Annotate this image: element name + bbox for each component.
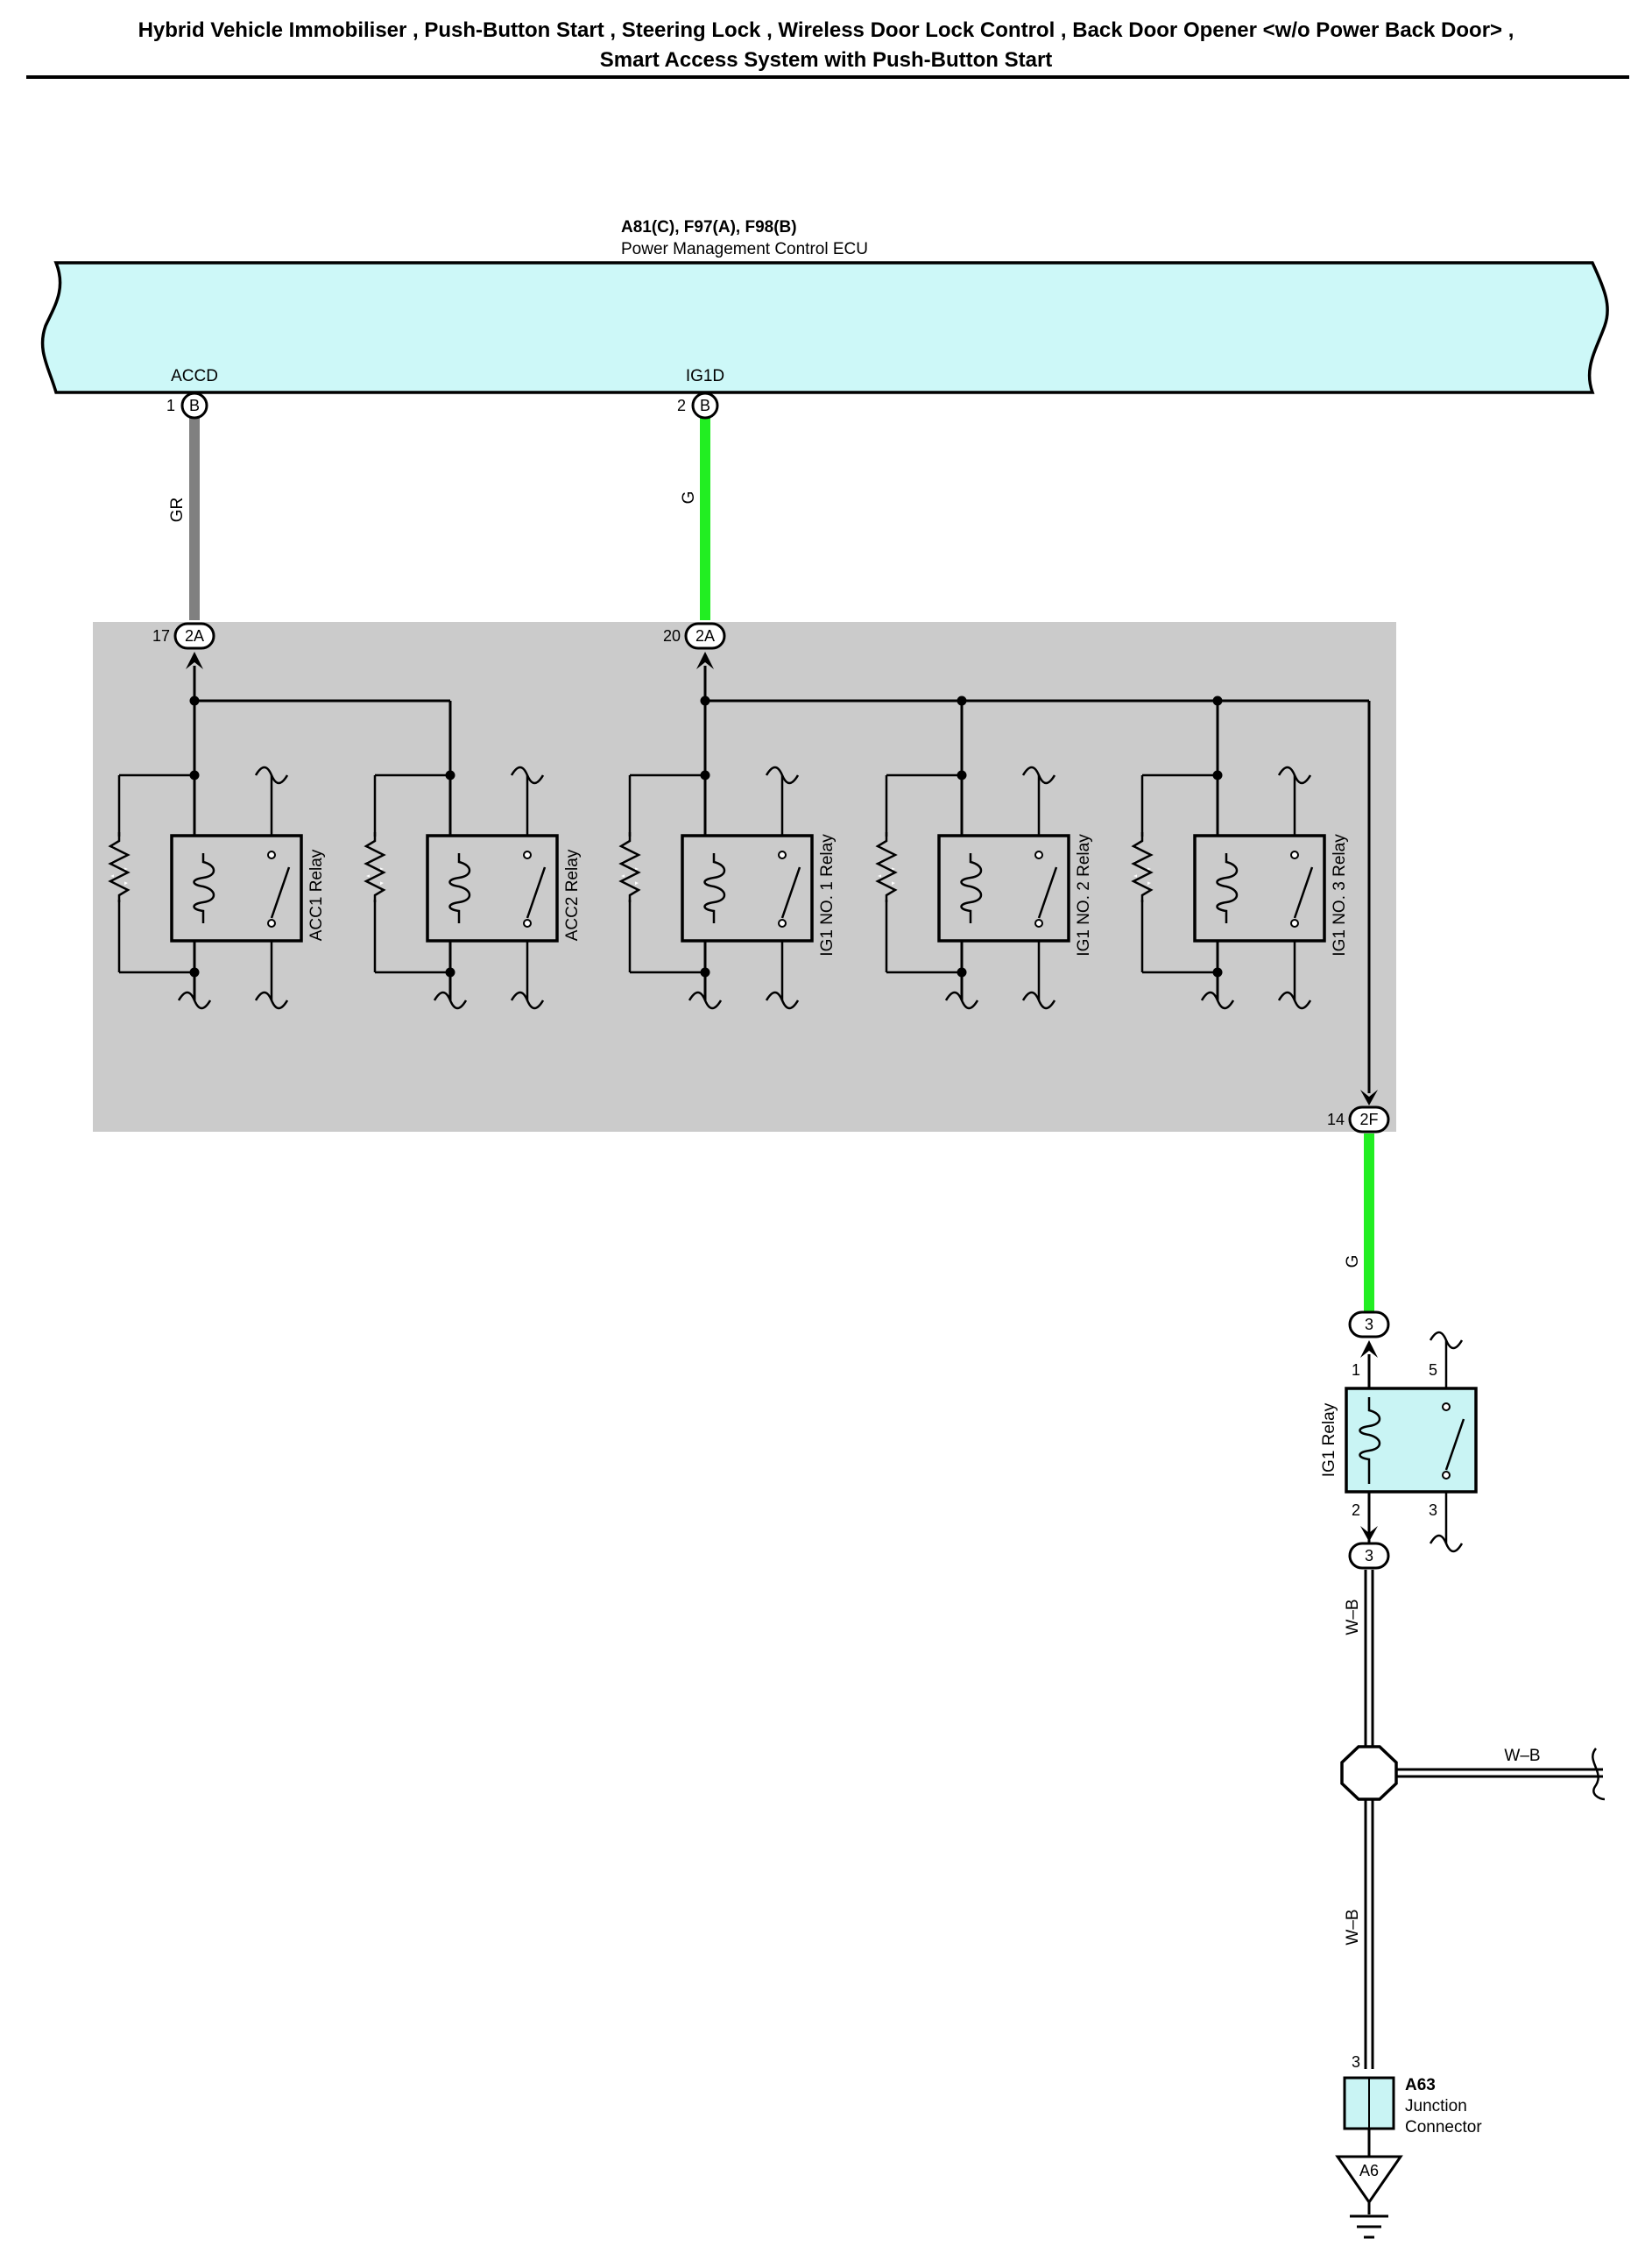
jb-input-17-pin: 17	[152, 627, 170, 645]
terminal-ig1d-pin: 2	[677, 397, 686, 414]
jb-output-pin: 14	[1327, 1111, 1345, 1128]
jb-output-arrow	[1360, 1090, 1378, 1105]
ecu-codes: A81(C), F97(A), F98(B)	[621, 218, 797, 237]
ig1-relay-arrow-out	[1360, 1526, 1378, 1542]
wire-label-g-top: G	[680, 491, 698, 505]
ig1-relay-connector-bottom-label: 3	[1365, 1547, 1373, 1564]
ground-point-a6	[1335, 2155, 1403, 2205]
jb-output-14	[1348, 1105, 1390, 1134]
wire-label-wb-upper: W–B	[1344, 1599, 1362, 1635]
ig1-relay-pin-2: 2	[1352, 1501, 1360, 1519]
jb-input-17	[173, 622, 215, 650]
ecu-terminal-ig1d: IG1D	[686, 367, 724, 385]
junction-connector-name-1: Junction	[1405, 2097, 1467, 2115]
junction-connector-code: A63	[1405, 2076, 1436, 2094]
relay-ig1-no3-label: IG1 NO. 3 Relay	[1331, 834, 1349, 957]
ig1-relay-connector-top-label: 3	[1365, 1316, 1373, 1333]
wire-label-gr: GR	[168, 498, 187, 523]
jb-input-17-connector: 2A	[185, 627, 204, 645]
wire-label-g-lower: G	[1344, 1255, 1362, 1268]
jb-output-connector: 2F	[1359, 1111, 1378, 1128]
jb-input-17-arrow	[186, 652, 203, 669]
splice-point	[1340, 1745, 1398, 1801]
ig1-relay-arrow-in	[1360, 1340, 1378, 1358]
diagram-title-line1: Hybrid Vehicle Immobiliser , Push-Button…	[138, 18, 1514, 42]
ecu-terminal-accd: ACCD	[171, 367, 218, 385]
relay-acc1-label: ACC1 Relay	[307, 849, 326, 941]
terminal-ig1d-connector: B	[700, 397, 710, 414]
ground-pin: 3	[1352, 2053, 1360, 2071]
branch-break-mark	[1592, 1748, 1606, 1801]
terminal-accd-pin: 1	[166, 397, 175, 414]
ig1-relay-pin-3: 3	[1429, 1501, 1437, 1519]
terminal-accd	[180, 392, 208, 420]
ig1-relay-pin-1: 1	[1352, 1361, 1360, 1379]
ig1-relay-pin-5: 5	[1429, 1361, 1437, 1379]
ground-point-label: A6	[1359, 2162, 1379, 2179]
wire-label-wb-branch: W–B	[1504, 1747, 1540, 1765]
diagram-title-line2: Smart Access System with Push-Button Sta…	[600, 48, 1053, 72]
relay-ig1-no1-label: IG1 NO. 1 Relay	[818, 834, 837, 957]
terminal-accd-connector: B	[189, 397, 200, 414]
ig1-relay-connector-bottom	[1348, 1542, 1390, 1570]
ig1-relay-label: IG1 Relay	[1320, 1402, 1338, 1477]
jb-input-20-connector: 2A	[695, 627, 715, 645]
ig1-relay-connector-top	[1348, 1310, 1390, 1338]
jb-input-20-pin: 20	[663, 627, 681, 645]
ig1-relay	[1345, 1387, 1478, 1494]
relay-acc2-label: ACC2 Relay	[563, 849, 582, 941]
junction-connector-name-2: Connector	[1405, 2118, 1482, 2136]
ecu-name: Power Management Control ECU	[621, 240, 868, 258]
relay-ig1-no2-label: IG1 NO. 2 Relay	[1075, 834, 1093, 957]
jb-input-20-arrow	[696, 652, 714, 669]
terminal-ig1d	[691, 392, 719, 420]
ecu-body	[40, 261, 1609, 394]
jb-input-20	[684, 622, 726, 650]
wire-label-wb-lower: W–B	[1344, 1909, 1362, 1945]
